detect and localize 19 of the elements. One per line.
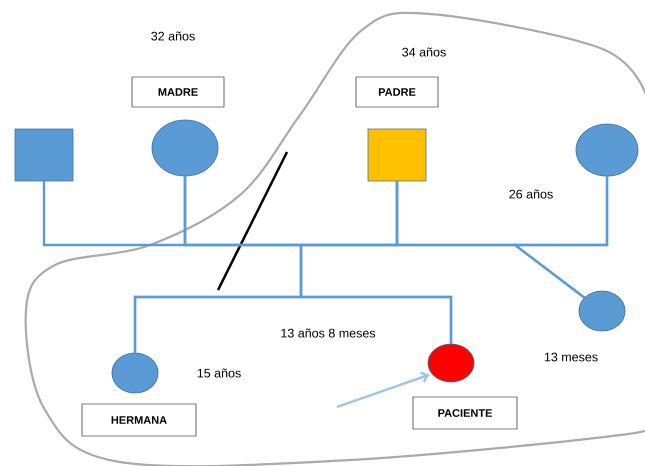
name-box: MADRE xyxy=(132,76,224,108)
age-label: 13 meses xyxy=(544,352,598,362)
pedigree-line xyxy=(511,176,608,299)
female-circle xyxy=(112,352,158,394)
pointer-arrow xyxy=(336,371,430,408)
female-circle xyxy=(428,344,474,382)
male-square xyxy=(368,128,426,182)
age-label: 13 años 8 meses xyxy=(281,328,376,338)
age-label: 26 años xyxy=(509,189,553,199)
age-label: 32 años xyxy=(151,31,195,41)
female-circle xyxy=(152,120,218,176)
name-box: PACIENTE xyxy=(412,396,518,430)
male-square xyxy=(14,128,74,182)
age-label: 15 años xyxy=(198,368,241,378)
female-circle xyxy=(578,290,626,332)
name-box: PADRE xyxy=(356,76,438,108)
name-box: HERMANA xyxy=(82,404,196,436)
female-circle xyxy=(576,124,638,176)
age-label: 34 años xyxy=(402,47,446,57)
